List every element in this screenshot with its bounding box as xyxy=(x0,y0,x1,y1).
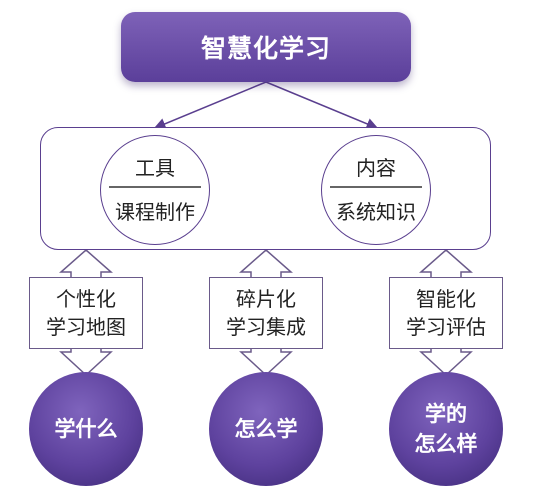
title-box: 智慧化学习 xyxy=(121,12,411,82)
arrow-to-content xyxy=(265,81,379,130)
circle-2-line1: 怎么学 xyxy=(234,417,298,441)
pillar-1-line1: 个性化 xyxy=(56,287,116,311)
content-circle xyxy=(321,135,431,245)
what-to-learn-circle: 学什么 xyxy=(29,372,143,486)
pillar-2-line2: 学习集成 xyxy=(226,315,306,339)
fragmented-integration-box: 碎片化 学习集成 xyxy=(209,277,323,349)
tools-divider xyxy=(109,186,201,188)
pillar-2-line1: 碎片化 xyxy=(236,287,296,311)
intelligent-assessment-box: 智能化 学习评估 xyxy=(389,277,503,349)
how-well-learned-circle: 学的 怎么样 xyxy=(389,372,503,486)
circle-3-line1: 学的 xyxy=(425,402,467,426)
tools-circle xyxy=(100,135,210,245)
how-to-learn-circle: 怎么学 xyxy=(209,372,323,486)
circle-3-line2: 怎么样 xyxy=(414,432,478,456)
pillar-3-line1: 智能化 xyxy=(416,287,476,311)
tools-label: 工具 xyxy=(135,156,175,180)
content-label: 内容 xyxy=(356,156,396,180)
pillar-3-line2: 学习评估 xyxy=(406,315,486,339)
pillar-1-line2: 学习地图 xyxy=(46,315,126,339)
system-knowledge-label: 系统知识 xyxy=(336,200,416,224)
content-divider xyxy=(330,186,422,188)
circle-1-line1: 学什么 xyxy=(54,417,118,441)
course-making-label: 课程制作 xyxy=(115,200,195,224)
arrow-to-tools xyxy=(153,81,267,130)
personalized-map-box: 个性化 学习地图 xyxy=(29,277,143,349)
title-text: 智慧化学习 xyxy=(200,34,331,63)
